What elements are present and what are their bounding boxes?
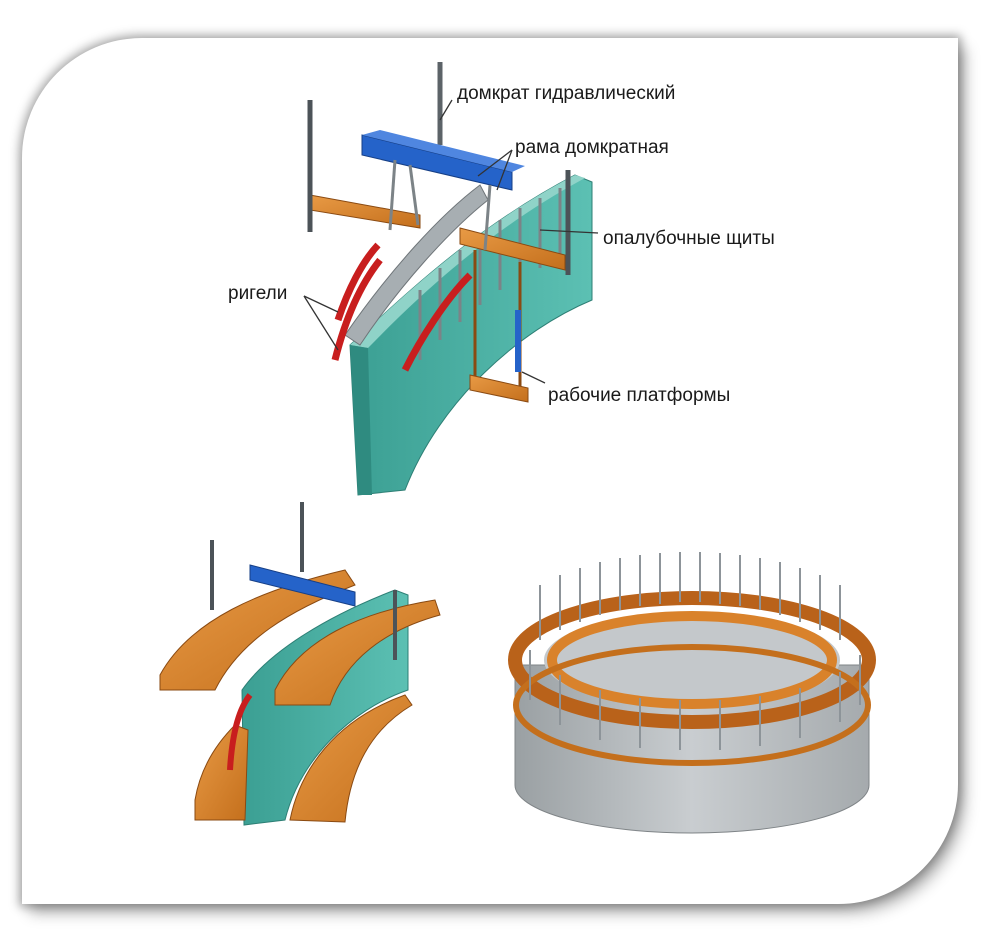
- hanging-platform: [469, 250, 529, 403]
- leader-lines: [303, 99, 599, 384]
- assembly-blue-beam: [249, 564, 356, 607]
- jack-frame-beam-top: [362, 130, 525, 172]
- red-beams: [331, 242, 473, 372]
- wall-top-edge: [350, 175, 585, 348]
- label-hydraulic-jack: домкрат гидравлический: [457, 83, 675, 104]
- assembly-posts: [210, 502, 397, 660]
- upper-deck-left: [159, 569, 356, 691]
- curved-wall: [349, 174, 593, 496]
- lower-deck-right: [289, 694, 413, 823]
- ring-inner-deck: [547, 611, 837, 709]
- lower-deck-left: [194, 724, 249, 821]
- ring-lower-deck: [513, 644, 871, 766]
- inner-formwork: [344, 184, 489, 346]
- platform-assembly: [159, 502, 441, 826]
- ring-outer-deck: [508, 591, 876, 729]
- label-beams: ригели: [228, 283, 287, 304]
- vertical-posts: [307, 100, 571, 275]
- ring-assembly: [508, 552, 876, 834]
- frame-legs: [388, 159, 492, 251]
- ring-inner-floor: [544, 612, 840, 708]
- wall-front-face: [350, 345, 372, 495]
- label-jack-frame: рама домкратная: [515, 137, 669, 158]
- top-assembly: [307, 62, 593, 496]
- yoke-beam-left: [309, 194, 421, 229]
- upper-deck-right: [274, 599, 441, 706]
- label-formwork-panels: опалубочные щиты: [603, 228, 775, 249]
- jack-frame-beam: [361, 134, 513, 191]
- label-work-platforms: рабочие платформы: [548, 385, 730, 406]
- assembly-red-beams: [227, 693, 253, 771]
- ring-rods: [529, 552, 861, 750]
